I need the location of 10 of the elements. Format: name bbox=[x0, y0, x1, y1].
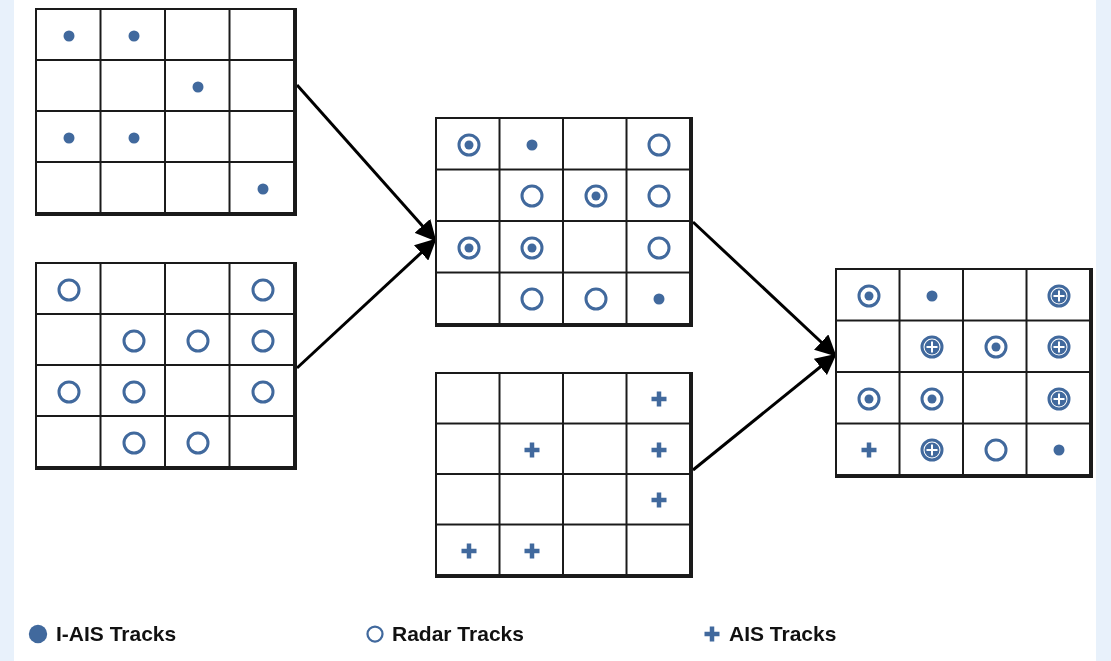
grid-panel bbox=[35, 262, 297, 470]
legend-label: I-AIS Tracks bbox=[56, 622, 177, 646]
legend-label: AIS Tracks bbox=[729, 622, 837, 646]
grid-panel bbox=[35, 8, 297, 216]
grid-panel bbox=[835, 268, 1093, 478]
arrow bbox=[692, 353, 837, 472]
arrow bbox=[296, 238, 437, 370]
legend-label: Radar Tracks bbox=[392, 622, 524, 646]
grid-panel bbox=[435, 117, 693, 327]
grid-panel bbox=[435, 372, 693, 578]
